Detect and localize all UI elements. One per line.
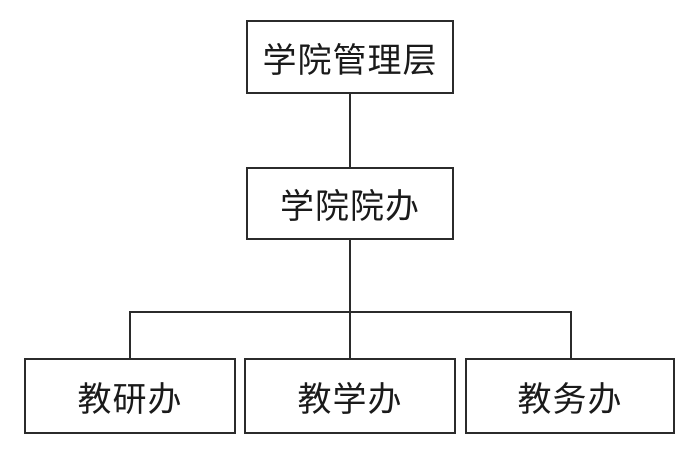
connector-management-office [349, 94, 351, 167]
connector-distribution-bar [129, 311, 572, 313]
node-affairs-label: 教务办 [517, 381, 623, 419]
node-office: 学院院办 [246, 167, 454, 240]
connector-drop-affairs [570, 311, 572, 358]
node-management: 学院管理层 [246, 20, 454, 94]
node-management-label: 学院管理层 [262, 42, 438, 80]
connector-office-trunk [349, 240, 351, 358]
node-research-label: 教研办 [77, 381, 183, 419]
node-research: 教研办 [24, 358, 236, 434]
node-teaching: 教学办 [244, 358, 456, 434]
node-office-label: 学院院办 [280, 189, 420, 226]
connector-drop-research [129, 311, 131, 358]
node-affairs: 教务办 [465, 358, 675, 434]
node-teaching-label: 教学办 [297, 381, 403, 419]
